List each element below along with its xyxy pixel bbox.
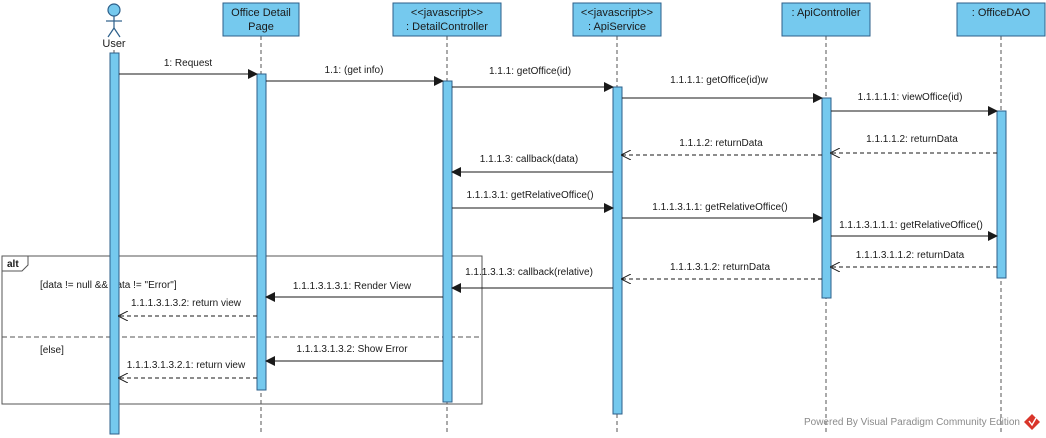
lifeline-header-page[interactable]: Office Detail Page — [222, 2, 300, 37]
message-label: 1.1.1.3.1: getRelativeOffice() — [466, 190, 593, 201]
alt-guard-1: [data != null && data != "Error"] — [40, 280, 177, 291]
lifeline-header-line2: : DetailController — [406, 21, 488, 33]
activation-bar-apisvc — [612, 86, 623, 415]
lifeline-header-line1: : OfficeDAO — [972, 7, 1031, 19]
lifeline-header-line1: : ApiController — [791, 7, 860, 19]
activation-bars — [109, 52, 1007, 435]
activation-bar-apictl — [821, 97, 832, 299]
lifeline-header-line1: Office Detail — [231, 7, 291, 19]
message-9[interactable]: 1.1.1.3.1: getRelativeOffice() — [452, 190, 614, 213]
message-label: 1.1.1.3: callback(data) — [480, 154, 578, 165]
message-4[interactable]: 1.1.1.1: getOffice(id)w — [622, 75, 823, 103]
message-label: 1.1.1: getOffice(id) — [489, 66, 571, 77]
activation-bar-detail — [442, 80, 453, 403]
message-label: 1.1.1.1: getOffice(id)w — [670, 75, 768, 86]
watermark: Powered By Visual Paradigm Community Edi… — [804, 414, 1040, 430]
lifeline-header-line2: Page — [248, 21, 274, 33]
message-label: 1.1.1.3.1.1.2: returnData — [856, 250, 965, 261]
message-label: 1: Request — [164, 58, 213, 69]
lifeline-header-line1: <<javascript>> — [411, 7, 483, 19]
activation-bar-dao — [996, 110, 1007, 279]
activation-bar-user — [109, 52, 120, 435]
message-11[interactable]: 1.1.1.3.1.1.1: getRelativeOffice() — [831, 220, 998, 241]
message-label: 1.1.1.1.1: viewOffice(id) — [858, 92, 963, 103]
message-14[interactable]: 1.1.1.3.1.3: callback(relative) — [451, 267, 613, 293]
message-5[interactable]: 1.1.1.1.1: viewOffice(id) — [831, 92, 998, 116]
actor-name: User — [102, 38, 126, 50]
lifeline-header-dao[interactable]: : OfficeDAO — [956, 2, 1046, 37]
alt-guard-2: [else] — [40, 345, 64, 356]
message-label: 1.1.1.3.1.3.2.1: return view — [127, 360, 246, 371]
lifeline-header-line2: : ApiService — [588, 21, 646, 33]
message-label: 1.1: (get info) — [325, 65, 384, 76]
message-13[interactable]: 1.1.1.3.1.2: returnData — [622, 262, 822, 279]
message-label: 1.1.1.3.1.3: callback(relative) — [465, 267, 593, 278]
message-label: 1.1.1.3.1.2: returnData — [670, 262, 771, 273]
message-1[interactable]: 1: Request — [119, 58, 258, 79]
message-15[interactable]: 1.1.1.3.1.3.1: Render View — [265, 281, 443, 302]
stick-figure-icon — [106, 3, 122, 38]
messages: 1: Request 1.1: (get info) 1.1.1: getOff… — [119, 58, 998, 378]
visual-paradigm-logo-icon — [1024, 414, 1040, 430]
lifeline-header-apisvc[interactable]: <<javascript>> : ApiService — [572, 2, 662, 37]
message-10[interactable]: 1.1.1.3.1.1: getRelativeOffice() — [622, 202, 823, 223]
message-12[interactable]: 1.1.1.3.1.1.2: returnData — [831, 250, 997, 267]
message-18[interactable]: 1.1.1.3.1.3.2.1: return view — [119, 360, 257, 378]
alt-frame-tag: alt — [7, 259, 19, 270]
lifeline-header-line1: <<javascript>> — [581, 7, 653, 19]
message-16[interactable]: 1.1.1.3.1.3.2: return view — [119, 298, 257, 316]
message-8[interactable]: 1.1.1.3: callback(data) — [451, 154, 613, 177]
activation-bar-page — [256, 73, 267, 391]
lifeline-header-apictl[interactable]: : ApiController — [781, 2, 871, 37]
message-7[interactable]: 1.1.1.2: returnData — [622, 138, 822, 155]
watermark-text: Powered By Visual Paradigm Community Edi… — [804, 417, 1020, 428]
message-3[interactable]: 1.1.1: getOffice(id) — [452, 66, 614, 92]
message-label: 1.1.1.3.1.1.1: getRelativeOffice() — [839, 220, 983, 231]
message-label: 1.1.1.2: returnData — [679, 138, 763, 149]
message-6[interactable]: 1.1.1.1.2: returnData — [831, 134, 997, 153]
message-label: 1.1.1.3.1.3.2: return view — [131, 298, 242, 309]
message-17[interactable]: 1.1.1.3.1.3.2: Show Error — [265, 344, 443, 366]
message-2[interactable]: 1.1: (get info) — [266, 65, 444, 86]
alt-frame: alt [data != null && data != "Error"] [e… — [1, 255, 483, 405]
message-label: 1.1.1.1.2: returnData — [866, 134, 958, 145]
lifeline-header-detail[interactable]: <<javascript>> : DetailController — [392, 2, 502, 37]
message-label: 1.1.1.3.1.3.2: Show Error — [296, 344, 408, 355]
actor-user[interactable]: User — [102, 3, 126, 50]
message-label: 1.1.1.3.1.3.1: Render View — [293, 281, 412, 292]
message-label: 1.1.1.3.1.1: getRelativeOffice() — [652, 202, 787, 213]
